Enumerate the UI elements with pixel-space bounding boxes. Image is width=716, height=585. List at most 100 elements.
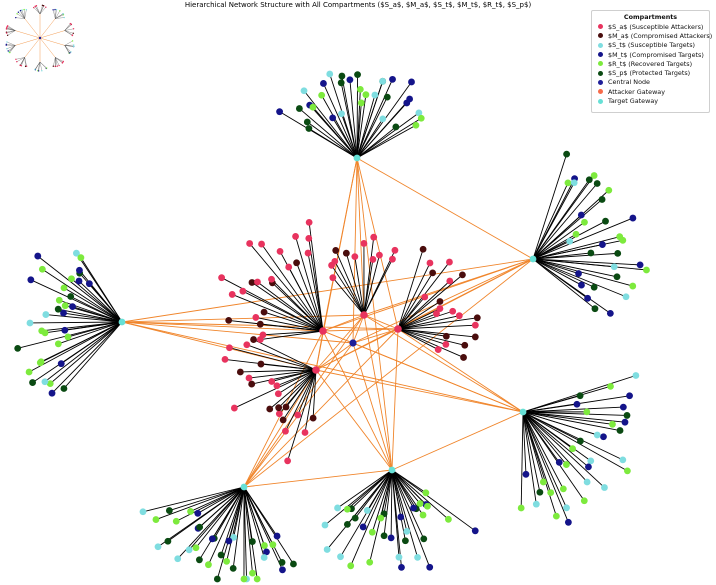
- leaf-node: [164, 537, 172, 545]
- leaf-node: [208, 535, 216, 543]
- target-gateway-node: [353, 154, 361, 162]
- leaf-node: [60, 284, 68, 292]
- leaf-node: [626, 392, 633, 400]
- leaf-link: [356, 81, 384, 159]
- leaf-link: [332, 277, 365, 316]
- leaf-link: [337, 469, 393, 509]
- leaf-link: [397, 296, 426, 330]
- leaf-node: [563, 150, 571, 158]
- leaf-node: [459, 271, 466, 279]
- leaf-node: [230, 534, 238, 541]
- leaf-link: [397, 310, 453, 330]
- leaf-node: [583, 478, 591, 486]
- leaf-link: [29, 321, 123, 324]
- leaf-link: [532, 258, 582, 286]
- leaf-link: [356, 79, 393, 159]
- thumb-leaf-link: [15, 17, 25, 19]
- leaf-link: [522, 411, 573, 450]
- legend-item-recovered-targets: $R_t$ (Recovered Targets): [592, 59, 709, 68]
- leaf-node: [366, 558, 374, 566]
- thumb-leaf-node: [52, 65, 55, 67]
- leaf-node: [395, 553, 403, 561]
- gateway-link: [243, 328, 399, 488]
- leaf-node: [248, 279, 256, 286]
- thumb-leaf-link: [33, 7, 41, 15]
- gateway-link: [121, 258, 534, 323]
- legend-swatch: [598, 70, 603, 76]
- leaf-link: [532, 258, 641, 266]
- gateway-link: [243, 314, 365, 488]
- leaf-link: [297, 369, 317, 416]
- leaf-link: [532, 183, 598, 260]
- thumb-leaf-link: [38, 61, 41, 71]
- thumb-link: [24, 37, 41, 58]
- leaf-node: [593, 180, 601, 187]
- leaf-link: [356, 94, 376, 159]
- leaf-link: [296, 262, 324, 332]
- gateway-link: [315, 369, 524, 413]
- leaf-node: [285, 263, 293, 271]
- leaf-node: [85, 280, 93, 288]
- thumb-link: [39, 37, 65, 46]
- thumb-leaf-link: [16, 57, 25, 62]
- leaf-node: [575, 270, 582, 277]
- legend-swatch: [598, 89, 603, 95]
- thumb-leaf-node: [59, 10, 61, 12]
- thumb-leaf-link: [55, 14, 64, 19]
- leaf-link: [243, 486, 278, 537]
- leaf-node: [26, 319, 34, 327]
- leaf-node: [414, 553, 421, 561]
- thumb-leaf-node: [5, 44, 7, 46]
- leaf-link: [356, 102, 408, 159]
- leaf-link: [271, 278, 324, 332]
- leaf-node: [356, 85, 364, 93]
- leaf-node: [559, 485, 567, 493]
- leaf-link: [41, 321, 123, 332]
- target-gateway-node: [519, 408, 527, 416]
- leaf-link: [520, 411, 524, 509]
- leaf-node: [69, 303, 76, 311]
- leaf-node: [236, 368, 244, 376]
- leaf-node: [42, 311, 50, 318]
- leaf-link: [522, 411, 621, 431]
- leaf-link: [363, 259, 374, 316]
- leaf-link: [522, 411, 567, 465]
- leaf-link: [32, 321, 123, 383]
- leaf-link: [255, 316, 324, 332]
- leaf-link: [532, 244, 603, 260]
- target-gateway-node: [388, 466, 396, 474]
- thumb-leaf-link: [64, 24, 72, 31]
- leaf-node: [369, 256, 377, 263]
- leaf-link: [391, 469, 425, 540]
- thumb-leaf-link: [64, 45, 74, 47]
- leaf-node: [250, 336, 257, 343]
- leaf-link: [220, 486, 245, 556]
- thumb-leaf-node: [6, 25, 9, 27]
- thumb-leaf-node: [6, 41, 8, 43]
- leaf-link: [142, 486, 245, 513]
- leaf-node: [46, 380, 54, 387]
- leaf-node: [60, 309, 67, 317]
- leaf-node: [600, 433, 607, 441]
- central-link: [322, 330, 354, 344]
- thumb-leaf-link: [55, 57, 60, 66]
- leaf-node: [301, 429, 309, 436]
- leaf-node: [445, 515, 452, 523]
- leaf-node: [387, 534, 395, 542]
- leaf-node: [564, 518, 572, 526]
- leaf-node: [192, 544, 200, 552]
- legend-item-compromised-attackers: $M_a$ (Compromised Attackers): [592, 31, 712, 40]
- thumb-leaf-link: [21, 57, 25, 66]
- leaf-node: [572, 230, 580, 238]
- leaf-node: [73, 249, 80, 257]
- thumb-leaf-link: [55, 17, 65, 19]
- central-link: [352, 157, 358, 344]
- thumb-leaf-link: [24, 57, 26, 67]
- leaf-node: [239, 287, 247, 295]
- leaf-node: [221, 356, 229, 363]
- leaf-link: [44, 321, 123, 383]
- thumb-leaf-link: [24, 57, 27, 67]
- leaf-link: [278, 369, 317, 395]
- leaf-node: [602, 217, 609, 225]
